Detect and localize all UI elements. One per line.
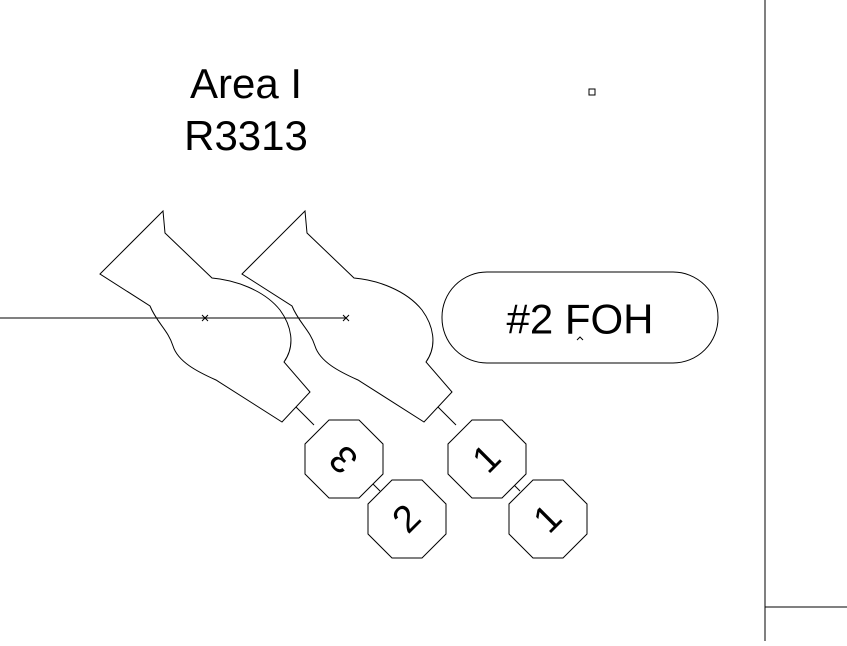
hanging-pipe xyxy=(0,314,350,322)
position-name: #2 FOH xyxy=(506,296,653,343)
room-number: R3313 xyxy=(184,112,308,159)
insertion-point-marker xyxy=(576,336,584,341)
area-label: Area I R3313 xyxy=(184,60,308,159)
position-label: #2 FOH xyxy=(441,271,719,364)
unit-tag-octagon xyxy=(508,479,588,559)
fixture-body-left xyxy=(99,209,311,423)
unit-tag-1b: 1 xyxy=(508,479,588,559)
unit-tag-1a: 1 xyxy=(447,419,527,499)
pipe-tick-mark xyxy=(201,314,209,322)
unit-tag-2: 2 xyxy=(367,479,447,559)
unit-tag-octagon xyxy=(447,419,527,499)
focus-point-marker xyxy=(588,88,596,96)
pipe-tick-mark xyxy=(342,314,350,322)
title-block-border xyxy=(764,0,847,641)
fixture-cable-right xyxy=(437,406,457,426)
area-name: Area I xyxy=(190,60,302,107)
fixture-body-right xyxy=(241,209,453,423)
unit-tag-octagon xyxy=(304,419,384,499)
position-label-frame xyxy=(441,271,719,364)
unit-tag-3: 3 xyxy=(304,419,384,499)
fixture-cable-left xyxy=(295,406,315,426)
unit-tag-octagon xyxy=(367,479,447,559)
